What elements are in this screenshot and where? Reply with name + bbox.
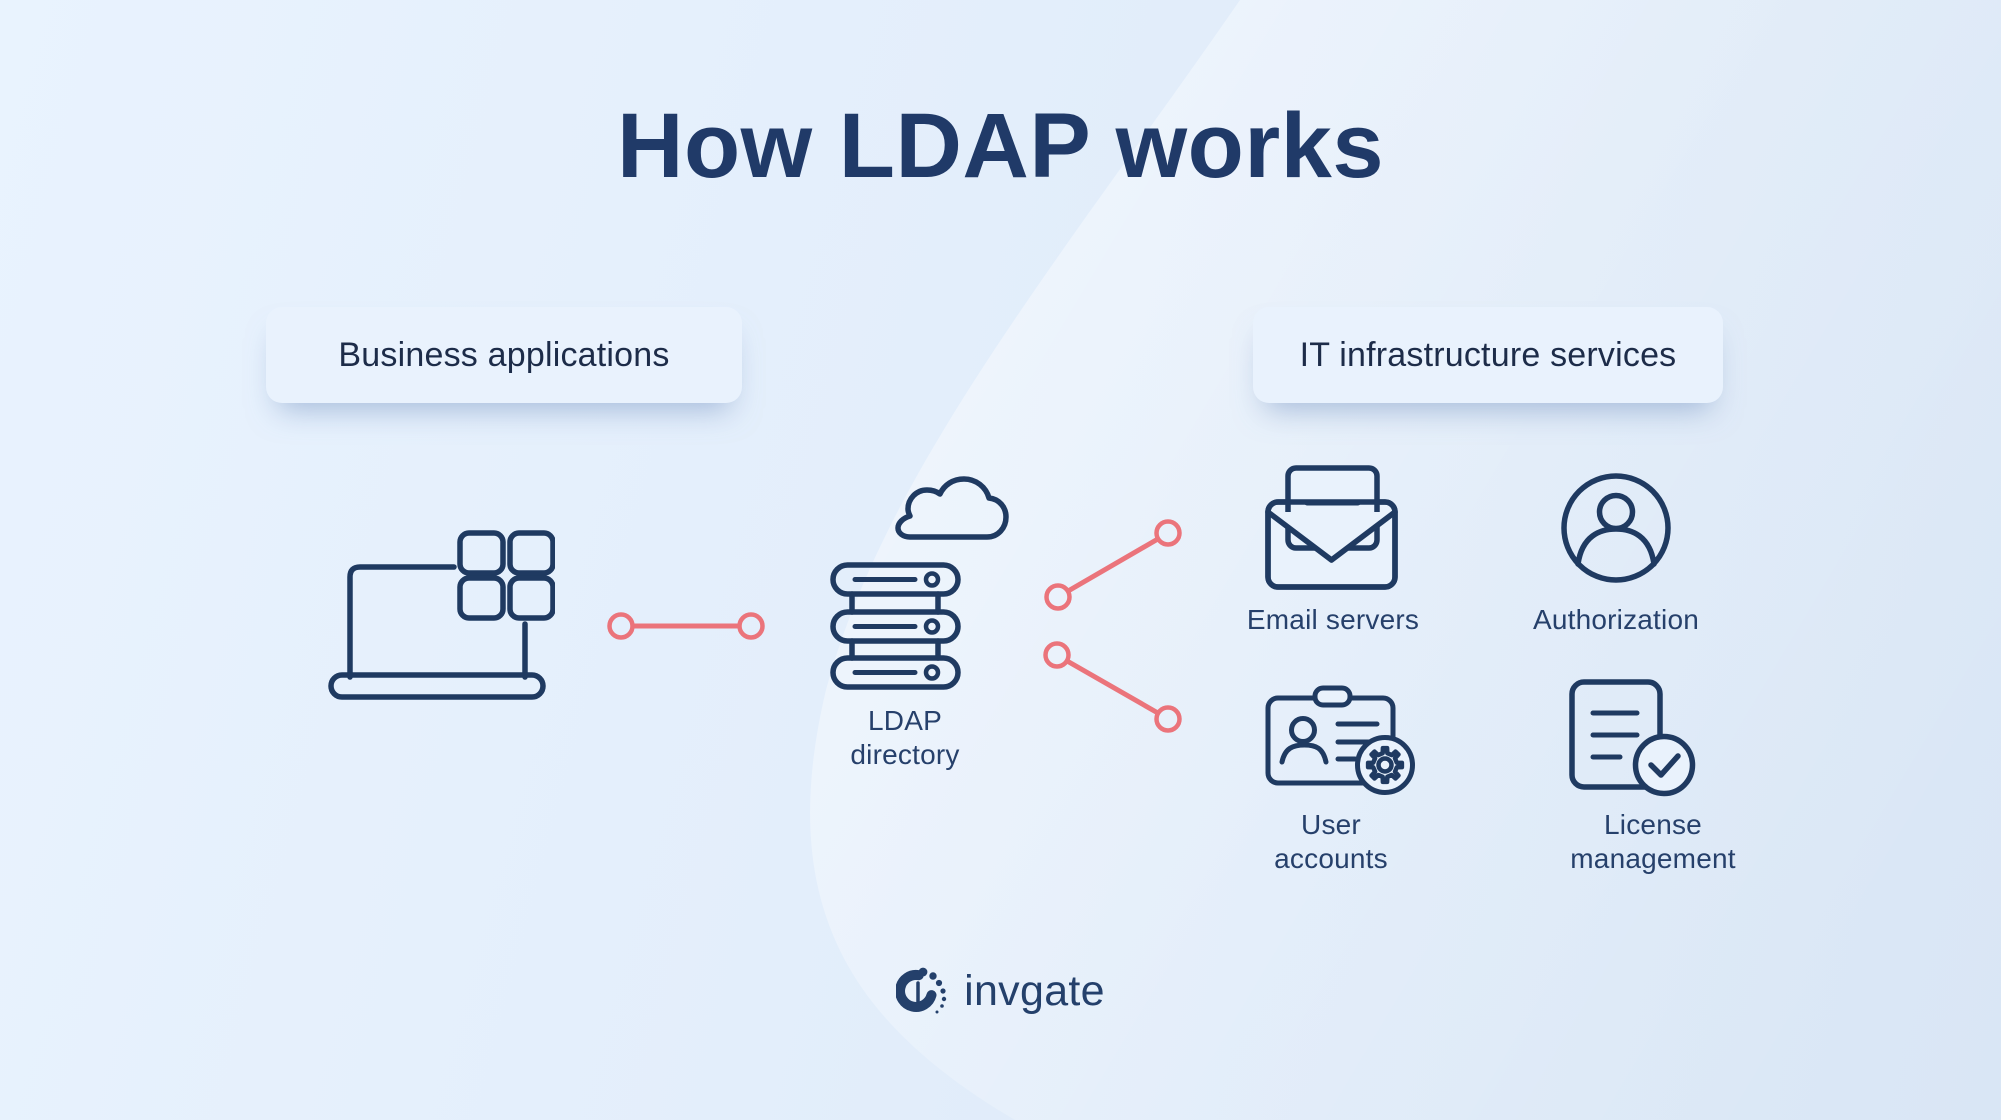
user-accounts-caption: User accounts — [1274, 809, 1388, 875]
it-infrastructure-text: IT infrastructure services — [1299, 335, 1677, 374]
user-circle-icon — [1561, 473, 1671, 583]
business-applications-label: Business applications — [266, 307, 742, 403]
invgate-spiral-icon — [896, 967, 947, 1014]
ldap-directory-caption: LDAP directory — [850, 705, 960, 771]
gear-teeth — [1365, 745, 1405, 785]
license-management-caption: License management — [1570, 809, 1736, 875]
open-envelope-icon — [1265, 465, 1398, 590]
cloud-shape — [895, 476, 1009, 540]
server-stack-cloud-icon — [830, 476, 1009, 690]
authorization-caption: Authorization — [1532, 604, 1700, 635]
invgate-logo-text: invgate — [964, 966, 1105, 1015]
invgate-logo: invgate — [0, 962, 2001, 1020]
business-applications-text: Business applications — [338, 335, 670, 374]
page-title: How LDAP works — [617, 95, 1384, 197]
connector-laptop-ldap — [607, 612, 765, 640]
it-infrastructure-label: IT infrastructure services — [1253, 307, 1723, 403]
id-card-gear-icon — [1265, 685, 1415, 795]
laptop-apps-icon — [328, 530, 555, 700]
email-servers-caption: Email servers — [1246, 604, 1420, 635]
connector-ldap-email — [1044, 519, 1182, 611]
connector-ldap-user-accounts — [1043, 641, 1182, 733]
document-check-icon — [1569, 679, 1696, 797]
